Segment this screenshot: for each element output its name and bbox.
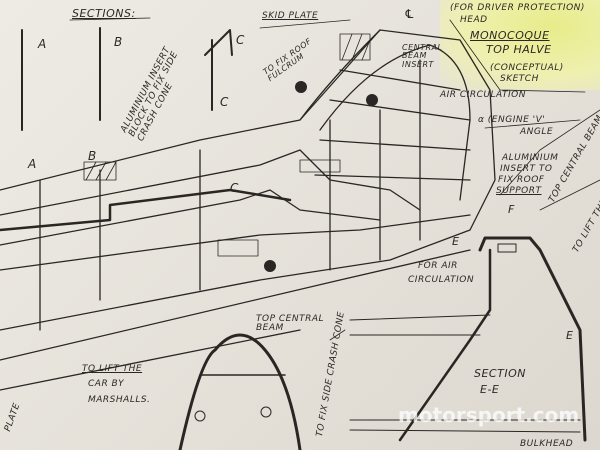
hatched-inserts [83,33,371,257]
label-aluminium-insert-4: SUPPORT [496,186,542,196]
label-to-lift-1: TO LIFT THE [82,364,143,374]
label-b-mark: B [88,149,97,163]
label-engine-angle-2: ANGLE [520,127,554,137]
watermark: motorsport.com [398,403,580,427]
label-to-lift-3: MARSHALLS. [88,395,151,405]
label-skid-plate: SKID PLATE [262,11,319,21]
label-to-lift-2: CAR BY [88,379,125,389]
label-section-mark: E-E [480,383,500,396]
label-engine-angle-1: α (ENGINE 'V' [478,115,546,125]
label-centreline: ℄ [404,7,416,21]
label-a-mark: A [28,157,37,171]
label-section: SECTION [474,367,526,380]
note-conceptual: (CONCEPTUAL) [490,63,564,73]
section-profiles [21,27,233,131]
section-holes [194,406,272,422]
label-aluminium-insert-2: INSERT TO [500,164,553,174]
section-e-e [349,236,587,442]
label-for-air: FOR AIR [418,261,458,271]
label-aluminium-insert-1: ALUMINIUM [502,153,559,163]
label-central-beam-insert: CENTRAL BEAM INSERT [402,43,443,69]
label-e-mark: E [452,235,460,248]
label-section-c: C [236,33,245,47]
label-e-mark-2: E [566,329,574,342]
highlighted-note-area [440,0,600,90]
label-c-mark: C [230,181,239,195]
label-f-mark: F [508,203,515,216]
label-top-central-beam: TOP CENTRAL BEAM [256,314,324,334]
label-sections: SECTIONS: [72,7,136,20]
note-title-2: TOP HALVE [486,43,552,56]
label-section-c-lower: C [220,95,229,109]
leader-lines [69,17,600,341]
fixing-holes [264,81,378,272]
label-circulation: CIRCULATION [408,275,475,285]
monocoque-body [0,29,496,391]
label-section-a: A [38,37,47,51]
note-head: HEAD [460,15,488,25]
label-section-b: B [114,35,123,49]
label-air-circulation-top: AIR CIRCULATION [440,90,526,100]
note-title-1: MONOCOQUE [470,29,550,42]
note-sketch: SKETCH [500,74,539,84]
label-bulkhead: BULKHEAD [520,439,574,449]
label-aluminium-insert-3: FIX ROOF [498,175,545,185]
note-driver-protection: (FOR DRIVER PROTECTION) [450,3,585,13]
section-arch [178,333,302,450]
